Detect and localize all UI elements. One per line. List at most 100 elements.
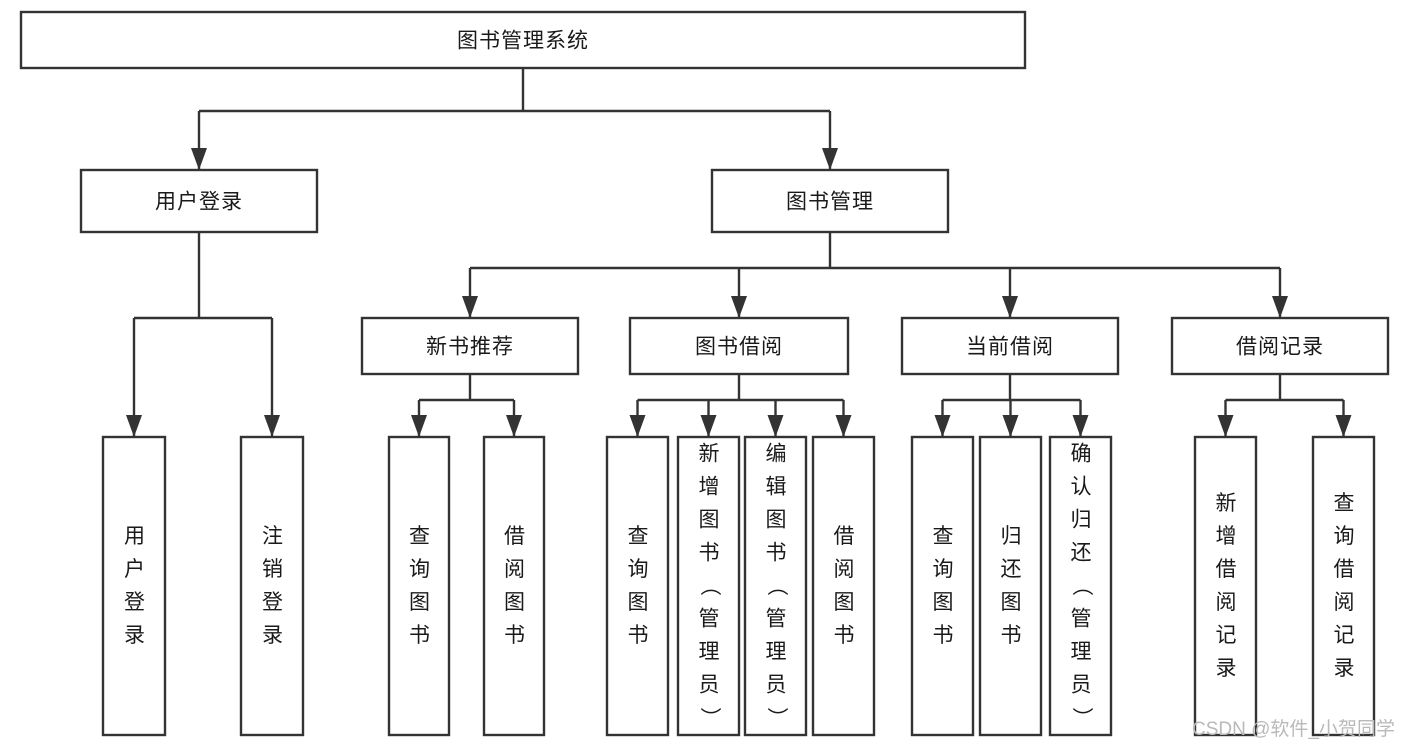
svg-text:录: 录 [262,624,284,647]
node-current_borrow[interactable]: 当前借阅 [900,316,1120,376]
node-box [239,435,305,737]
arrow-head-icon [767,415,784,437]
node-label: 借阅记录 [1236,336,1324,359]
arrow-head-icon [462,296,478,318]
svg-text:还: 还 [1071,542,1093,565]
svg-text:借: 借 [1216,558,1238,581]
svg-text:管: 管 [1071,608,1093,631]
arrow-head-icon [1335,415,1352,437]
svg-text:员: 员 [766,674,788,697]
node-box [811,435,876,737]
svg-text:查: 查 [409,525,431,548]
svg-text:（: （ [698,575,721,597]
svg-text:阅: 阅 [1334,591,1356,614]
svg-text:录: 录 [1334,657,1356,680]
svg-text:阅: 阅 [504,558,526,581]
arrow-head-icon [506,415,522,437]
svg-text:阅: 阅 [834,558,856,581]
svg-text:图: 图 [409,591,431,614]
arrow-head-icon [700,415,717,437]
svg-text:（: （ [1070,575,1093,597]
node-user_login[interactable]: 用户登录 [79,168,319,234]
node-box [978,435,1043,737]
svg-text:询: 询 [933,558,955,581]
arrow-head-icon [1002,296,1018,318]
node-box [910,435,975,737]
node-box [482,435,546,737]
node-book_manage[interactable]: 图书管理 [710,168,950,234]
node-borrow_record[interactable]: 借阅记录 [1170,316,1390,376]
node-box [1170,316,1390,376]
svg-text:书: 书 [699,542,721,565]
arrow-head-icon [835,415,852,437]
svg-text:借: 借 [834,525,856,548]
svg-text:图: 图 [628,591,650,614]
svg-text:）: ） [1070,707,1093,729]
node-box [101,435,167,737]
arrow-head-icon [1072,415,1089,437]
node-label: 图书管理 [786,191,874,214]
svg-text:书: 书 [933,624,955,647]
svg-text:注: 注 [262,525,284,548]
svg-text:询: 询 [409,558,431,581]
node-leaf-user-login[interactable]: 用户登录 [101,435,167,737]
watermark-label: CSDN @软件_小贺同学 [1192,719,1395,740]
svg-text:查: 查 [933,525,955,548]
arrow-head-icon [191,148,207,170]
svg-text:查: 查 [628,525,650,548]
node-box [676,435,741,737]
svg-text:辑: 辑 [766,476,788,499]
svg-text:书: 书 [766,542,788,565]
svg-text:登: 登 [124,591,146,614]
node-new_book_rec[interactable]: 新书推荐 [360,316,580,376]
svg-text:阅: 阅 [1216,591,1238,614]
arrow-head-icon [629,415,646,437]
node-book_borrow[interactable]: 图书借阅 [628,316,850,376]
svg-text:增: 增 [1216,525,1238,548]
node-label: 用户登录 [155,191,243,214]
svg-text:管: 管 [699,608,721,631]
svg-text:确: 确 [1071,443,1093,466]
arrow-head-icon [934,415,951,437]
svg-text:录: 录 [124,624,146,647]
node-root[interactable]: 图书管理系统 [19,10,1027,70]
node-box [605,435,670,737]
arrow-head-icon [1272,296,1288,318]
svg-text:（: （ [765,575,788,597]
arrow-head-icon [731,296,747,318]
svg-text:书: 书 [504,624,526,647]
svg-text:图: 图 [504,591,526,614]
svg-text:借: 借 [504,525,526,548]
node-label: 新书推荐 [426,336,514,359]
node-label: 图书管理系统 [457,30,589,53]
svg-text:图: 图 [766,509,788,532]
node-box [360,316,580,376]
svg-text:还: 还 [1001,558,1023,581]
svg-text:图: 图 [1001,591,1023,614]
svg-text:员: 员 [1071,674,1093,697]
node-box [710,168,950,234]
svg-text:登: 登 [262,591,284,614]
svg-text:记: 记 [1334,624,1356,647]
